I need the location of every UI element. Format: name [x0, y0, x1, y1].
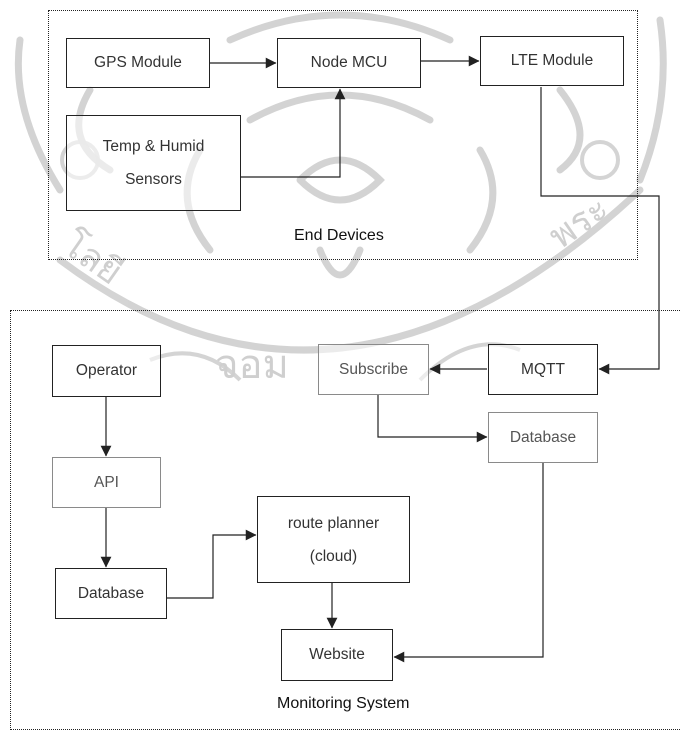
route-planner-node: route planner (cloud) [257, 496, 410, 583]
route-planner-label-line1: route planner [288, 507, 379, 540]
gps-module-node: GPS Module [66, 38, 210, 88]
database-top-label: Database [510, 429, 576, 447]
database-bottom-node: Database [55, 568, 167, 619]
temp-humid-label-line1: Temp & Humid [103, 130, 205, 163]
website-node: Website [281, 629, 393, 681]
end-devices-label: End Devices [294, 227, 384, 245]
subscribe-label: Subscribe [339, 361, 408, 379]
website-label: Website [309, 646, 365, 664]
gps-module-label: GPS Module [94, 54, 182, 72]
lte-module-node: LTE Module [480, 36, 624, 86]
temp-humid-label-line2: Sensors [125, 163, 182, 196]
api-label: API [94, 474, 119, 492]
connector-database-to-routeplanner [167, 535, 256, 598]
database-bottom-label: Database [78, 585, 144, 603]
mqtt-label: MQTT [521, 361, 565, 379]
api-node: API [52, 457, 161, 508]
node-mcu-label: Node MCU [311, 54, 388, 72]
connector-subscribe-to-database [378, 395, 487, 437]
operator-node: Operator [52, 345, 161, 397]
route-planner-label-line2: (cloud) [310, 540, 357, 573]
connector-sensors-to-nodemcu [241, 89, 340, 177]
monitoring-system-label: Monitoring System [277, 695, 410, 713]
mqtt-node: MQTT [488, 344, 598, 395]
temp-humid-sensors-node: Temp & Humid Sensors [66, 115, 241, 211]
node-mcu-node: Node MCU [277, 38, 421, 88]
subscribe-node: Subscribe [318, 344, 429, 395]
database-top-node: Database [488, 412, 598, 463]
connector-database-to-website [394, 463, 543, 657]
operator-label: Operator [76, 362, 137, 380]
lte-module-label: LTE Module [511, 52, 593, 70]
connector-lte-to-mqtt [541, 87, 659, 369]
